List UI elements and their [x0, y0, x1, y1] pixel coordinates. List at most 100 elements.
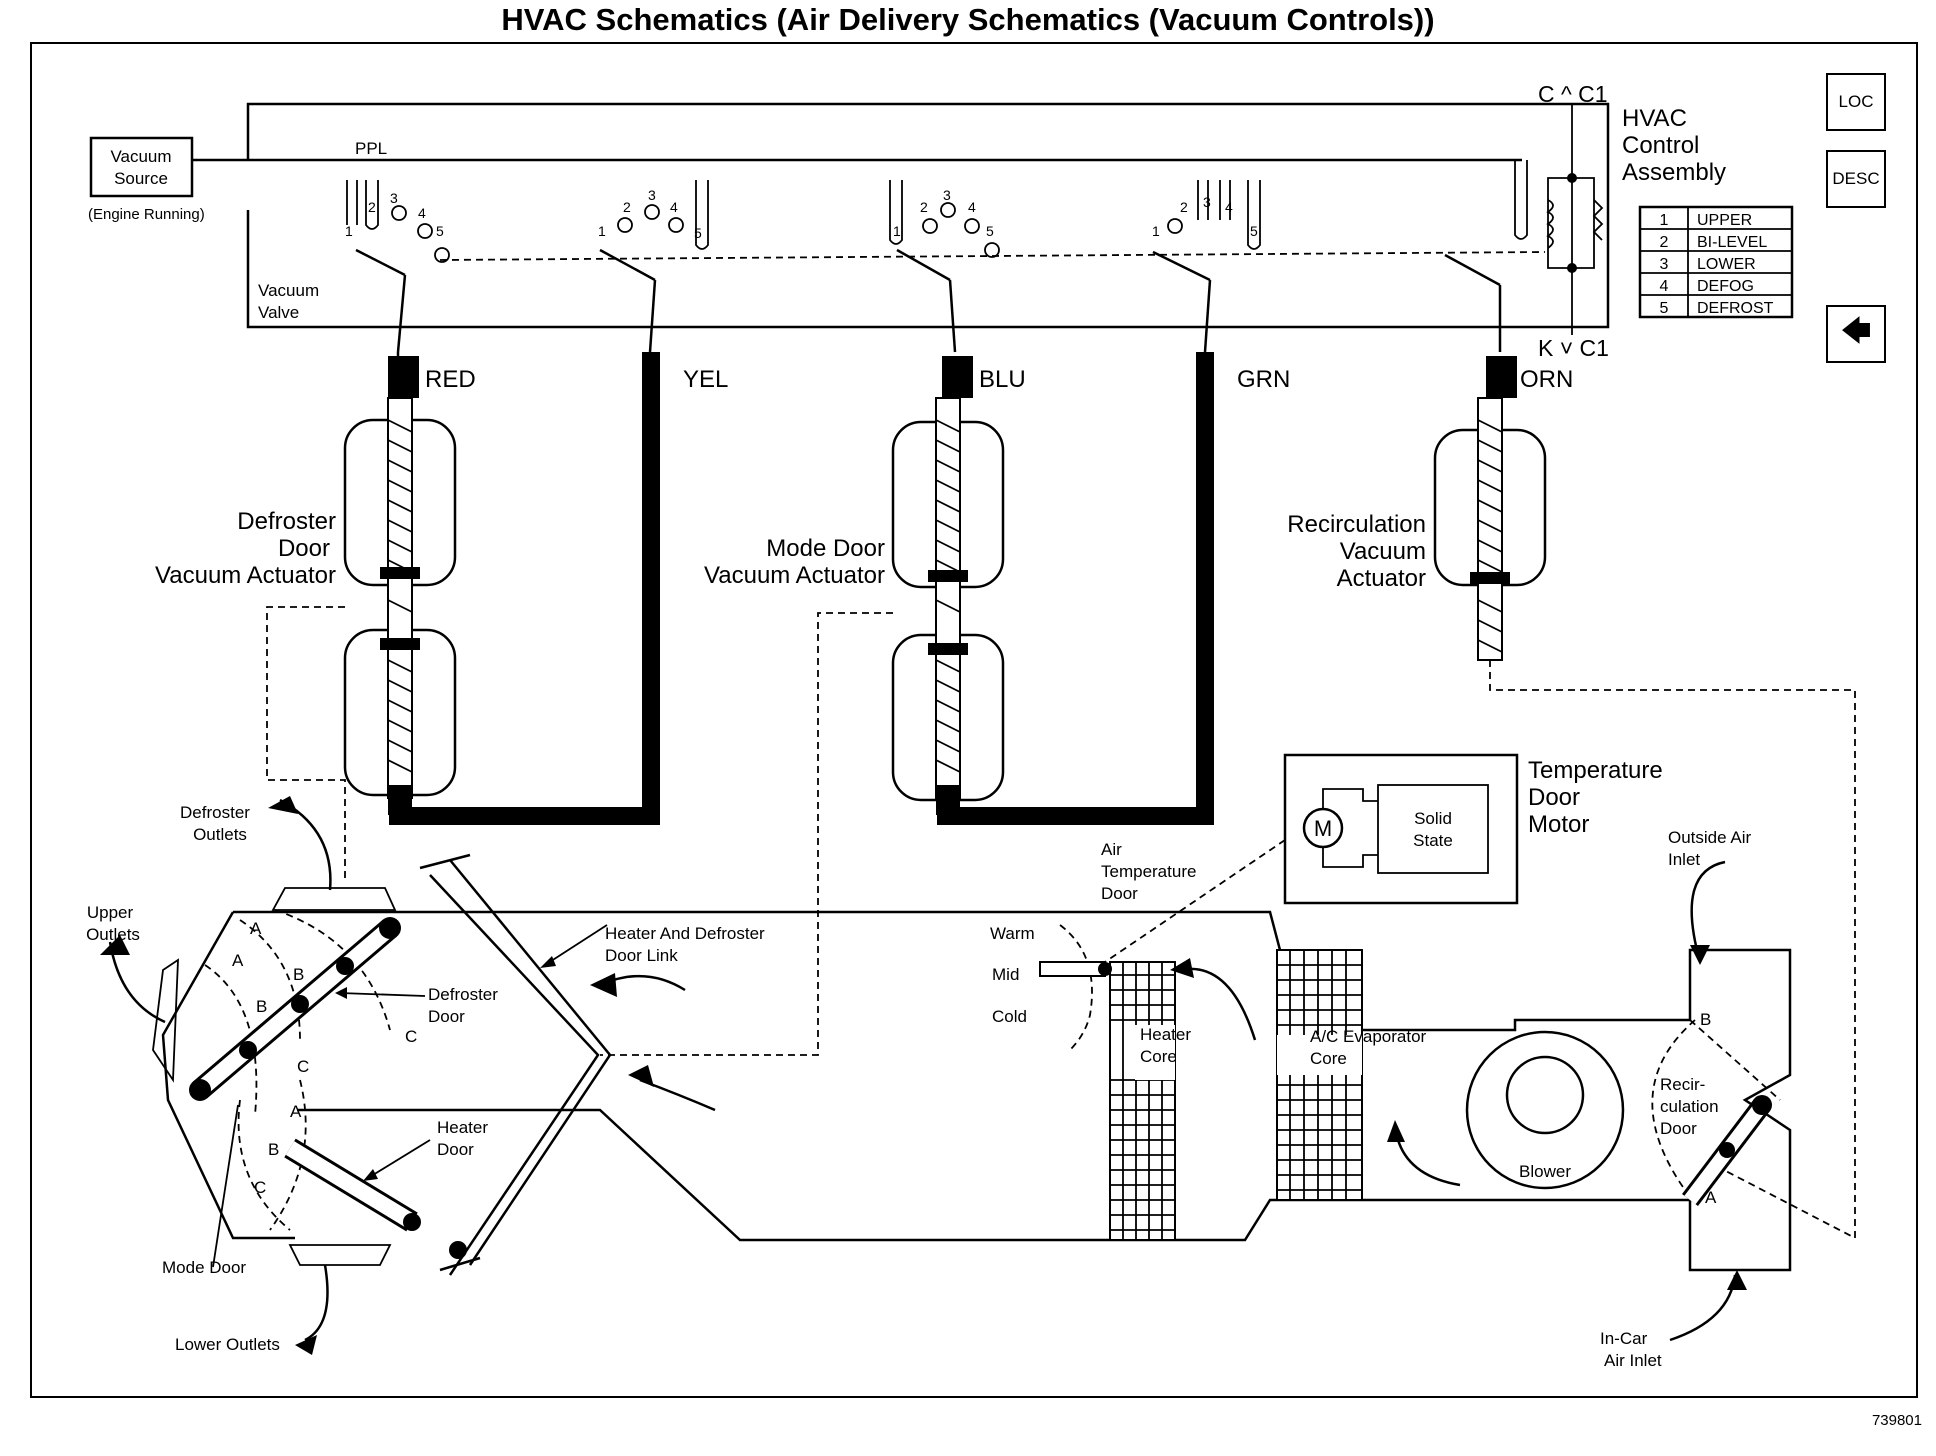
mid-label: Mid — [992, 965, 1019, 984]
defroster-linkage — [266, 606, 346, 880]
svg-text:5: 5 — [1660, 300, 1669, 317]
evap-core-label-2: Core — [1310, 1049, 1347, 1068]
blu-hose-connector — [942, 356, 973, 398]
loc-icon: LOC — [1838, 92, 1874, 111]
desc-icon: DESC — [1832, 169, 1880, 188]
hose-label-orn: ORN — [1520, 366, 1573, 393]
back-button[interactable]: 🡄 — [1826, 305, 1886, 363]
mode-door-label: Mode Door — [162, 1258, 246, 1277]
svg-text:BI-LEVEL: BI-LEVEL — [1697, 234, 1767, 251]
red-hose-connector — [388, 356, 419, 398]
svg-text:B: B — [293, 965, 304, 984]
recirc-actuator-label-1: Recirculation — [1287, 511, 1426, 538]
recirc-actuator-label-2: Vacuum — [1340, 538, 1426, 565]
blower-housing — [1465, 1030, 1625, 1190]
air-temp-door-arc — [1059, 924, 1093, 1051]
defroster-outlets-label-2: Outlets — [193, 825, 247, 844]
air-temp-door-label-1: Air — [1101, 840, 1122, 859]
solid-state-label-1: Solid — [1414, 809, 1452, 828]
defroster-actuator-label-3: Vacuum Actuator — [155, 562, 336, 589]
svg-text:4: 4 — [418, 205, 426, 221]
air-temp-door-label-3: Door — [1101, 884, 1138, 903]
page-title: HVAC Schematics (Air Delivery Schematics… — [501, 2, 1435, 37]
motor-m-label: M — [1314, 816, 1332, 841]
hose-label-yel: YEL — [683, 366, 728, 393]
svg-text:2: 2 — [1660, 234, 1669, 251]
svg-text:UPPER: UPPER — [1697, 212, 1752, 229]
defroster-door-label-1: Defroster — [428, 985, 498, 1004]
svg-text:3: 3 — [1660, 256, 1669, 273]
defroster-outlet-grille — [271, 887, 397, 911]
vacuum-source-label-1: Vacuum — [110, 147, 171, 166]
upper-outlet-grille — [152, 958, 179, 1083]
solid-state-label-2: State — [1413, 831, 1453, 850]
svg-text:A: A — [290, 1102, 302, 1121]
heater-core-grid — [1109, 961, 1176, 1241]
svg-text:3: 3 — [648, 187, 656, 203]
blower-label: Blower — [1519, 1162, 1571, 1181]
outside-air-label-1: Outside Air — [1668, 828, 1751, 847]
vacuum-valve-enclosure — [246, 102, 1610, 329]
lower-outlet-grille — [288, 1244, 392, 1266]
vacuum-valve-label-2: Valve — [258, 303, 299, 322]
recirc-linkage — [1489, 660, 1856, 1240]
duct-outlet-wall — [161, 911, 295, 1240]
hose-label-blu: BLU — [979, 366, 1026, 393]
recirc-actuator-label-3: Actuator — [1337, 565, 1426, 592]
vacuum-source-label-2: Source — [114, 169, 168, 188]
svg-text:B: B — [256, 997, 267, 1016]
loc-button[interactable]: LOC — [1826, 73, 1886, 131]
mode-actuator-label-2: Vacuum Actuator — [704, 562, 885, 589]
svg-text:4: 4 — [1225, 199, 1233, 215]
incar-air-label-2: Air Inlet — [1604, 1351, 1662, 1370]
figure-id: 739801 — [1871, 1412, 1922, 1429]
valve-section-orn — [1444, 160, 1528, 352]
incar-air-label-1: In-Car — [1600, 1329, 1648, 1348]
defroster-actuator-label-2: Door — [278, 535, 330, 562]
mode-actuator-label-1: Mode Door — [766, 535, 885, 562]
hose-label-red: RED — [425, 366, 476, 393]
door-link — [429, 874, 600, 1276]
svg-text:A: A — [250, 919, 262, 938]
k-c1-label: K ˅ C1 — [1538, 335, 1609, 361]
desc-button[interactable]: DESC — [1826, 150, 1886, 208]
svg-text:4: 4 — [670, 199, 678, 215]
recirc-door-label-2: culation — [1660, 1097, 1719, 1116]
svg-text:LOWER: LOWER — [1697, 256, 1756, 273]
recirc-actuator — [1433, 397, 1547, 661]
engine-running-label: (Engine Running) — [88, 206, 205, 223]
door-link-label-2: Door Link — [605, 946, 678, 965]
temp-door-motor — [1283, 753, 1519, 905]
ppl-label: PPL — [355, 139, 387, 158]
warm-label: Warm — [990, 924, 1035, 943]
svg-text:C: C — [297, 1057, 309, 1076]
upper-outlets-label-2: Outlets — [86, 925, 140, 944]
hvac-control-label-2: Control — [1622, 132, 1699, 159]
heater-core-label-1: Heater — [1140, 1025, 1191, 1044]
temp-motor-label-3: Motor — [1528, 811, 1589, 838]
mode-linkage — [600, 612, 893, 1056]
air-temp-door-label-2: Temperature — [1101, 862, 1196, 881]
svg-text:4: 4 — [968, 199, 976, 215]
svg-text:5: 5 — [436, 223, 444, 239]
svg-text:1: 1 — [893, 223, 901, 239]
blower-wheel — [1505, 1055, 1585, 1135]
svg-text:2: 2 — [623, 199, 631, 215]
lower-outlets-label: Lower Outlets — [175, 1335, 280, 1354]
vacuum-source-box — [89, 136, 194, 198]
defroster-actuator-label-1: Defroster — [237, 508, 336, 535]
door-link-label-1: Heater And Defroster — [605, 924, 765, 943]
svg-text:1: 1 — [1660, 212, 1669, 229]
svg-text:1: 1 — [598, 223, 606, 239]
valve-linkage-dashed — [439, 251, 1546, 261]
c-c1-label: C ^ C1 — [1538, 81, 1608, 107]
svg-text:B: B — [268, 1140, 279, 1159]
defroster-actuator — [343, 397, 457, 815]
svg-text:2: 2 — [368, 199, 376, 215]
hvac-control-label-3: Assembly — [1622, 159, 1726, 186]
mode-actuator — [891, 397, 1005, 815]
